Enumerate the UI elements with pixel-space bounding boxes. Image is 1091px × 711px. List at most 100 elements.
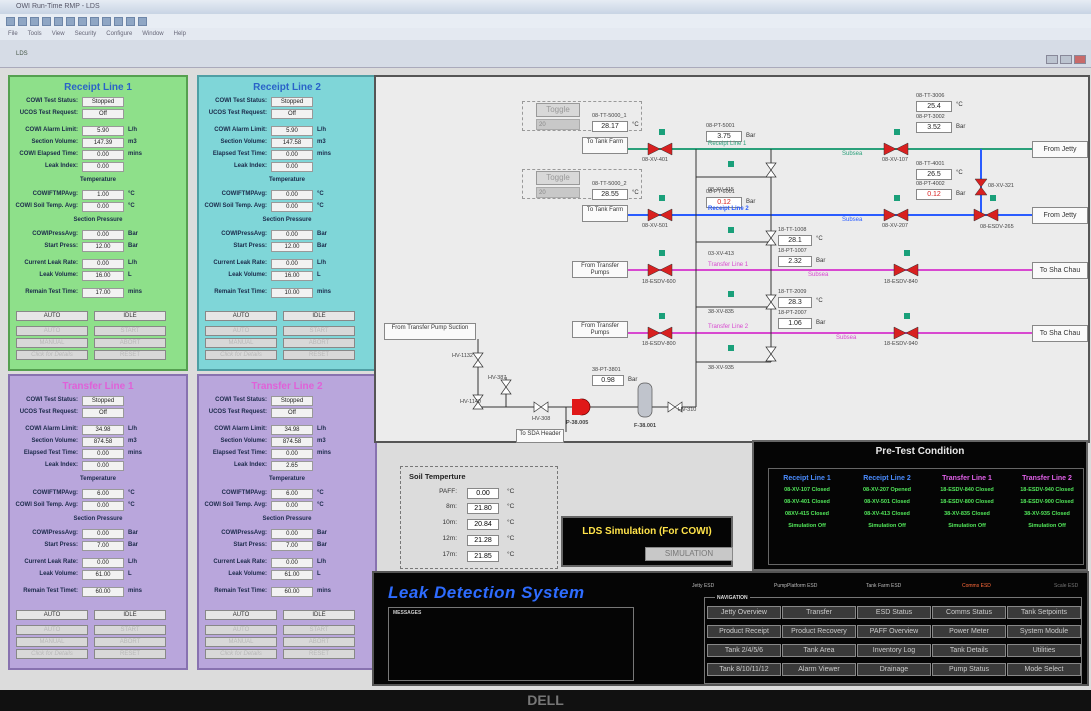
subsea-label: Subsea	[842, 151, 863, 157]
param-row: COWIPressAvg: 0.00 Bar	[10, 230, 186, 241]
param-unit: mins	[128, 289, 143, 295]
nav-button-tank-area[interactable]: Tank Area	[782, 644, 856, 657]
reset-button[interactable]: RESET	[94, 649, 166, 659]
param-unit: Bar	[317, 530, 328, 536]
to-sda-header-box[interactable]: To SDA Header	[516, 429, 564, 443]
tool-icon[interactable]	[6, 16, 15, 26]
nav-button-transfer[interactable]: Transfer	[782, 606, 856, 619]
nav-button-tank-8-10-11-12[interactable]: Tank 8/10/11/12	[707, 663, 781, 676]
menu-file[interactable]: File	[8, 31, 18, 37]
nav-button-inventory-log[interactable]: Inventory Log	[857, 644, 931, 657]
menu-help[interactable]: Help	[173, 31, 186, 37]
abort-button[interactable]: ABORT	[283, 338, 355, 348]
tool-icon[interactable]	[18, 16, 27, 26]
abort-button[interactable]: ABORT	[283, 637, 355, 647]
reset-button[interactable]: RESET	[283, 350, 355, 360]
details-button[interactable]: Click for Details	[205, 350, 277, 360]
manual-button[interactable]: MANUAL	[205, 637, 277, 647]
nav-button-mode-select[interactable]: Mode Select	[1007, 663, 1081, 676]
param-label: Current Leak Rate:	[213, 260, 267, 266]
from-transfer-pumps-box[interactable]: From Transfer Pumps	[572, 261, 628, 278]
reset-button[interactable]: RESET	[94, 350, 166, 360]
tool-icon[interactable]	[30, 16, 39, 26]
tool-icon[interactable]	[126, 16, 135, 26]
start-button[interactable]: START	[283, 625, 355, 635]
auto-mode-button[interactable]: AUTO	[205, 326, 277, 336]
param-unit: °C	[128, 191, 135, 197]
start-button[interactable]: START	[94, 625, 166, 635]
param-value: 0.00	[82, 202, 124, 212]
nav-button-tank-details[interactable]: Tank Details	[932, 644, 1006, 657]
menu-security[interactable]: Security	[74, 31, 97, 37]
nav-button-jetty-overview[interactable]: Jetty Overview	[707, 606, 781, 619]
minimize-button[interactable]	[1046, 55, 1058, 64]
tool-icon[interactable]	[54, 16, 63, 26]
nav-button-pump-status[interactable]: Pump Status	[932, 663, 1006, 676]
details-button[interactable]: Click for Details	[16, 350, 88, 360]
auto-button[interactable]: AUTO	[16, 311, 88, 321]
nav-button-paff-overview[interactable]: PAFF Overview	[857, 625, 931, 638]
idle-button[interactable]: IDLE	[94, 610, 166, 620]
auto-button[interactable]: AUTO	[205, 311, 277, 321]
nav-button-tank-setpoints[interactable]: Tank Setpoints	[1007, 606, 1081, 619]
to-tank-farm-box-2[interactable]: To Tank Farm	[582, 205, 628, 222]
menu-tools[interactable]: Tools	[27, 31, 42, 37]
toggle-button-1[interactable]: Toggle	[536, 103, 580, 117]
nav-button-drainage[interactable]: Drainage	[857, 663, 931, 676]
param-row: UCOS Test Request: Off	[10, 109, 186, 120]
nav-button-alarm-viewer[interactable]: Alarm Viewer	[782, 663, 856, 676]
start-button[interactable]: START	[94, 326, 166, 336]
menu-view[interactable]: View	[51, 31, 65, 37]
from-transfer-pumps-box-2[interactable]: From Transfer Pumps	[572, 321, 628, 338]
auto-button[interactable]: AUTO	[16, 610, 88, 620]
nav-button-product-receipt[interactable]: Product Receipt	[707, 625, 781, 638]
param-label: COWI Test Status:	[215, 397, 267, 403]
nav-button-utilities[interactable]: Utilities	[1007, 644, 1081, 657]
nav-button-product-recovery[interactable]: Product Recovery	[782, 625, 856, 638]
idle-button[interactable]: IDLE	[283, 610, 355, 620]
param-row: COWI Soil Temp. Avg: 0.00 °C	[10, 501, 186, 512]
close-button[interactable]	[1074, 55, 1086, 64]
tool-icon[interactable]	[138, 16, 147, 26]
nav-button-power-meter[interactable]: Power Meter	[932, 625, 1006, 638]
nav-button-esd-status[interactable]: ESD Status	[857, 606, 931, 619]
to-sha-chau-box-2[interactable]: To Sha Chau	[1032, 325, 1088, 342]
details-button[interactable]: Click for Details	[16, 649, 88, 659]
nav-button-system-module[interactable]: System Module	[1007, 625, 1081, 638]
abort-button[interactable]: ABORT	[94, 338, 166, 348]
process-mimic: Toggle 20 Toggle 20 08-TT-5000_1 28.17 °…	[374, 75, 1090, 443]
menu-configure[interactable]: Configure	[106, 31, 133, 37]
from-jetty-box[interactable]: From Jetty	[1032, 141, 1088, 158]
simulation-button[interactable]: SIMULATION	[645, 547, 733, 561]
idle-button[interactable]: IDLE	[94, 311, 166, 321]
nav-button-comms-status[interactable]: Comms Status	[932, 606, 1006, 619]
from-jetty-box-2[interactable]: From Jetty	[1032, 207, 1088, 224]
auto-mode-button[interactable]: AUTO	[205, 625, 277, 635]
to-tank-farm-box[interactable]: To Tank Farm	[582, 137, 628, 154]
tool-icon[interactable]	[78, 16, 87, 26]
pre-test-item: 38-XV-935 Closed	[1024, 511, 1070, 517]
manual-button[interactable]: MANUAL	[205, 338, 277, 348]
menu-window[interactable]: Window	[142, 31, 164, 37]
auto-mode-button[interactable]: AUTO	[16, 326, 88, 336]
auto-button[interactable]: AUTO	[205, 610, 277, 620]
auto-mode-button[interactable]: AUTO	[16, 625, 88, 635]
reset-button[interactable]: RESET	[283, 649, 355, 659]
tool-icon[interactable]	[66, 16, 75, 26]
manual-button[interactable]: MANUAL	[16, 637, 88, 647]
from-transfer-pump-suction-box[interactable]: From Transfer Pump Suction	[384, 323, 476, 340]
to-sha-chau-box[interactable]: To Sha Chau	[1032, 262, 1088, 279]
tool-icon[interactable]	[102, 16, 111, 26]
idle-button[interactable]: IDLE	[283, 311, 355, 321]
maximize-button[interactable]	[1060, 55, 1072, 64]
start-button[interactable]: START	[283, 326, 355, 336]
tool-icon[interactable]	[90, 16, 99, 26]
tool-icon[interactable]	[42, 16, 51, 26]
manual-button[interactable]: MANUAL	[16, 338, 88, 348]
abort-button[interactable]: ABORT	[94, 637, 166, 647]
toggle-button-2[interactable]: Toggle	[536, 171, 580, 185]
tool-icon[interactable]	[114, 16, 123, 26]
nav-button-tank-2-4-5-6[interactable]: Tank 2/4/5/6	[707, 644, 781, 657]
details-button[interactable]: Click for Details	[205, 649, 277, 659]
param-label: Start Press:	[233, 243, 267, 249]
